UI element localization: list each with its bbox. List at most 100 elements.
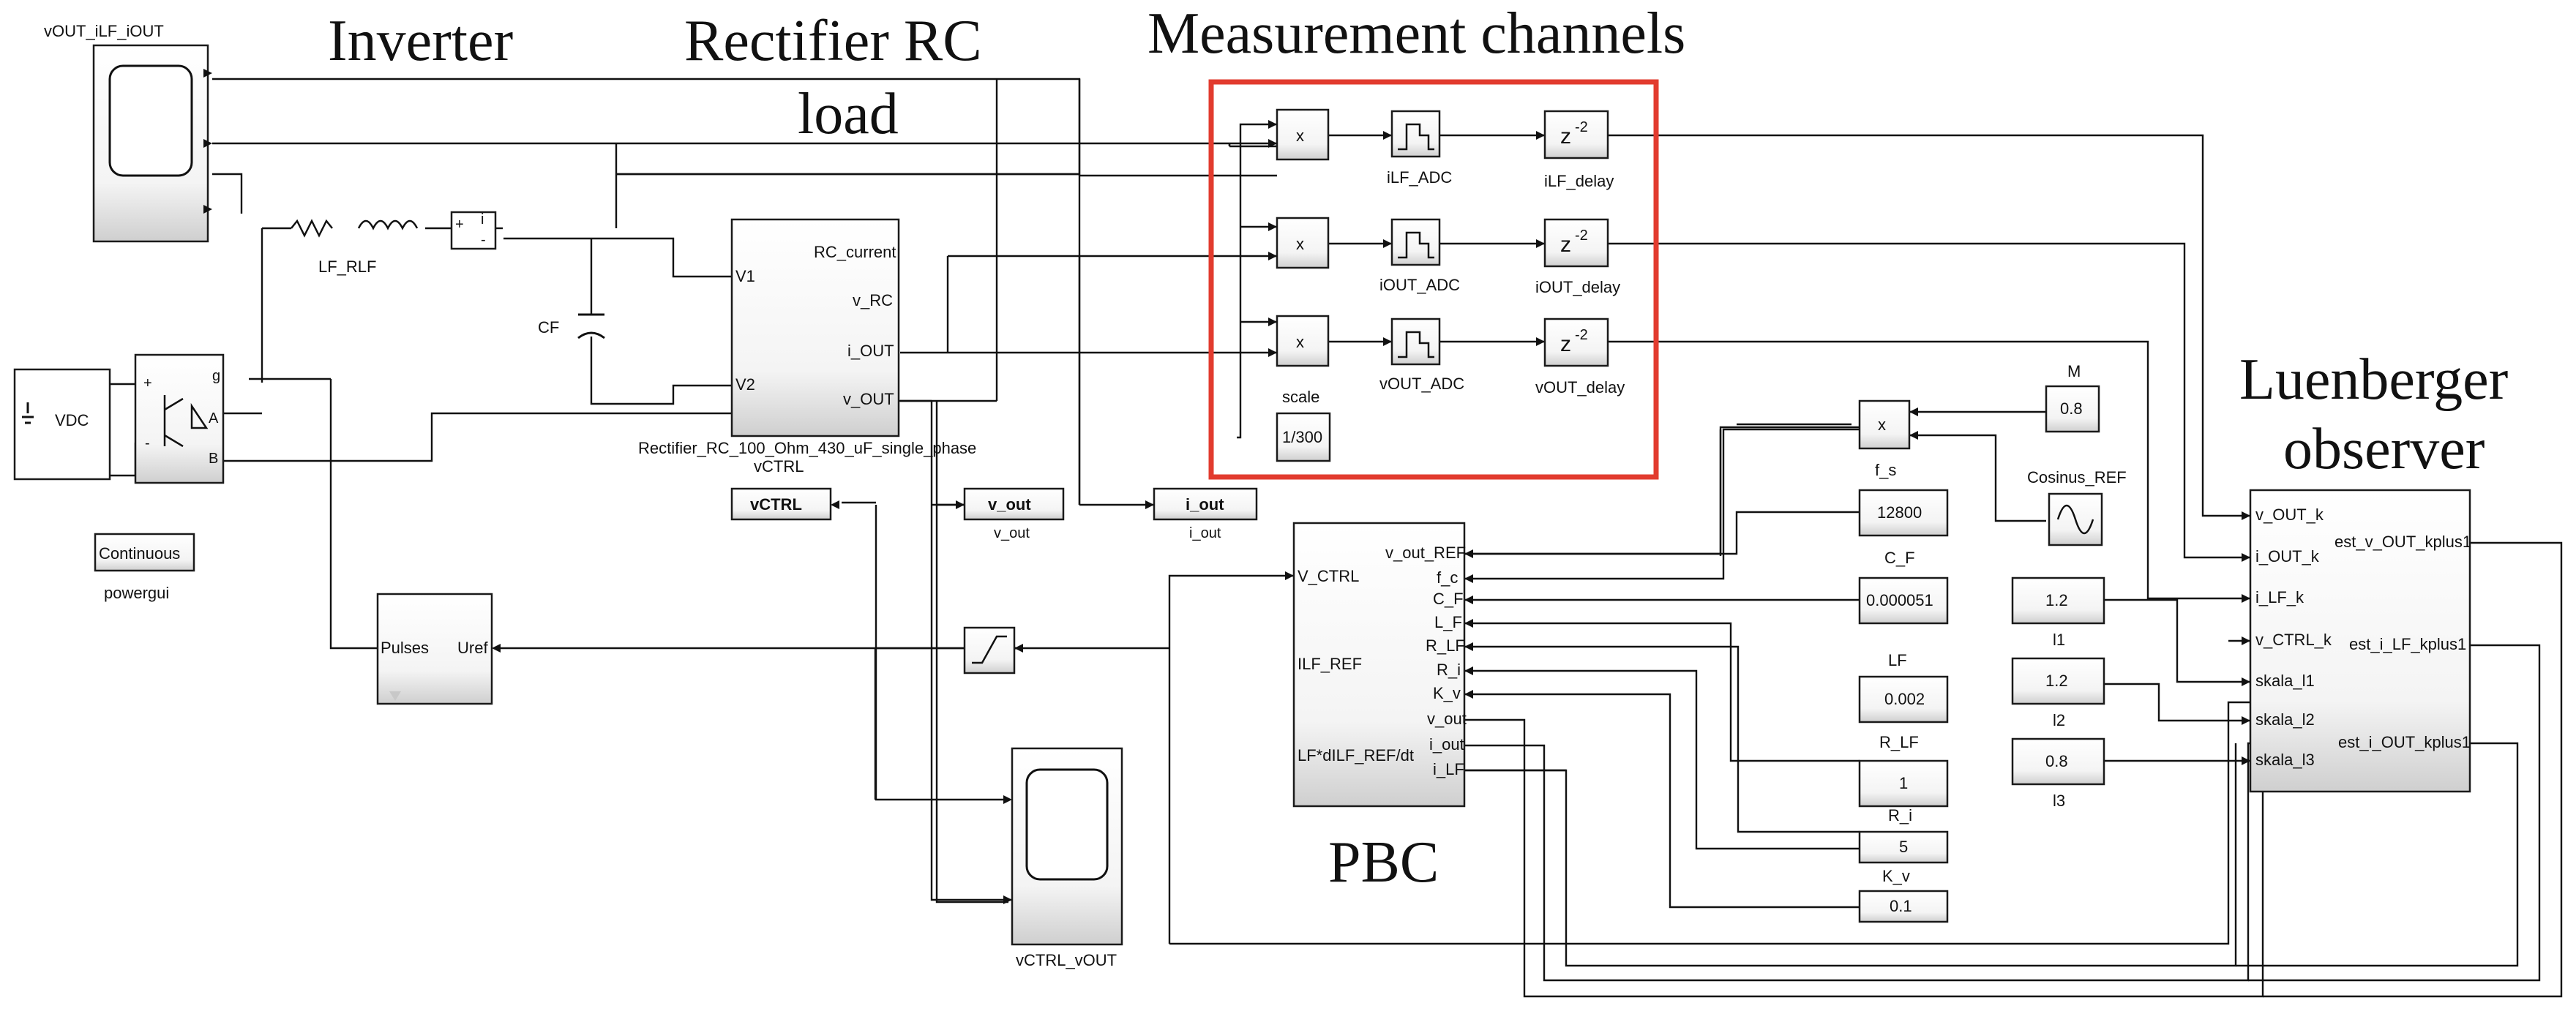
rectifier-subsystem[interactable]: V1 V2 RC_current v_RC i_OUT v_OUT Rectif… (638, 218, 976, 476)
cf-plate-bottom (577, 331, 605, 339)
vdc-source[interactable]: VDC (13, 368, 111, 481)
powergui[interactable]: Continuous powergui (94, 533, 195, 602)
i-out-tag[interactable] (1153, 487, 1258, 521)
current-sensor[interactable]: + i - (450, 211, 497, 250)
pbc-port-iout: i_out (1429, 735, 1464, 754)
gain-l1-block[interactable] (2011, 576, 2105, 625)
goto-vctrl[interactable]: vCTRL (730, 487, 832, 521)
const-fs-value: 12800 (1877, 503, 1922, 522)
const-cf-block[interactable] (1858, 576, 1949, 625)
const-rlf-block[interactable] (1858, 759, 1949, 808)
pwm-block[interactable] (376, 593, 493, 705)
luenberger-observer[interactable]: v_OUT_k i_OUT_k i_LF_k v_CTRL_k skala_l1… (2249, 489, 2471, 793)
delay-block-3[interactable] (1543, 318, 1609, 367)
scope-bottom-screen (1025, 768, 1109, 881)
scope-top-in2-arrow (203, 139, 212, 148)
bridge-g: g (212, 368, 220, 384)
delay-1-z: z (1560, 124, 1571, 149)
mult-block-2[interactable] (1276, 217, 1330, 269)
goto-i-out[interactable]: i_out i_out (1153, 487, 1258, 541)
scale-block[interactable] (1276, 412, 1331, 462)
pbc-subsystem[interactable]: V_CTRL ILF_REF LF*dILF_REF/dt v_out_REF … (1292, 522, 1467, 808)
powergui-label: powergui (104, 584, 169, 602)
delay-3-label: vOUT_delay (1535, 378, 1625, 397)
const-ri-label: R_i (1888, 806, 1912, 824)
scale-label: scale (1282, 388, 1319, 406)
powergui-block[interactable] (94, 533, 195, 572)
rectifier-port-v2: V2 (735, 375, 755, 394)
ref-m-label: M (2067, 362, 2081, 380)
mult-block-1[interactable] (1276, 108, 1330, 161)
const-rlf-label: R_LF (1879, 733, 1919, 751)
rectifier-block[interactable] (730, 218, 900, 437)
delay-3-z: z (1560, 332, 1571, 356)
inverter-bridge[interactable]: + - g A B (134, 353, 225, 484)
resistor-symbol (291, 219, 333, 238)
scope-top-in1-arrow (203, 69, 212, 78)
gain-l2-label: l2 (2053, 711, 2065, 729)
bridge-minus: - (145, 435, 150, 451)
ref-m-block[interactable] (2045, 385, 2100, 433)
const-rlf-value: 1 (1899, 774, 1908, 792)
ref-m-value: 0.8 (2060, 399, 2083, 418)
pwm-generator[interactable]: Pulses Uref (376, 593, 493, 705)
pwm-port-pulses: Pulses (381, 639, 429, 657)
pbc-input-vctrl: V_CTRL (1298, 567, 1359, 585)
pbc-block[interactable] (1292, 522, 1466, 808)
vdc-block[interactable] (13, 368, 111, 481)
observer-block[interactable] (2249, 489, 2471, 793)
pwm-down-icon (389, 691, 401, 701)
title-observer-line2: observer (2283, 417, 2485, 481)
delay-1-exp: -2 (1575, 119, 1588, 135)
adc-2-icon (1398, 231, 1434, 259)
gain-l3-block[interactable] (2011, 737, 2105, 786)
const-kv-block[interactable] (1858, 890, 1949, 923)
i-out-tag-text: i_out (1186, 495, 1224, 514)
sine-wave-icon (2056, 504, 2094, 535)
delay-2-exp: -2 (1575, 228, 1588, 244)
obs-out-ilf: est_i_LF_kplus1 (2349, 635, 2466, 653)
cf-label: CF (538, 318, 559, 337)
capacitor-cf[interactable]: CF (538, 269, 605, 388)
scope-bottom[interactable]: vCTRL_vOUT (1011, 747, 1123, 969)
ref-mult-block[interactable] (1858, 399, 1911, 450)
gain-l3-label: l3 (2053, 792, 2065, 810)
ref-mult-sign: x (1878, 416, 1886, 434)
goto-v-out[interactable]: v_out v_out (963, 487, 1065, 541)
bridge-a: A (209, 410, 219, 427)
v-out-tag[interactable] (963, 487, 1065, 521)
rectifier-vctrl-label: vCTRL (754, 457, 804, 476)
lf-rlf[interactable]: LF_RLF (291, 219, 419, 276)
pbc-port-vout: v_out (1427, 710, 1467, 728)
gain-l2-value: 1.2 (2045, 672, 2068, 690)
pbc-input-ilf-ref: ILF_REF (1298, 655, 1362, 673)
pbc-port-cf: C_F (1433, 590, 1464, 608)
vctrl-tag[interactable] (730, 487, 832, 521)
bridge-plus: + (143, 375, 152, 391)
constants: f_s 12800 C_F 0.000051 LF 0.002 R_LF 1 R… (1858, 461, 1949, 923)
mult-block-3[interactable] (1276, 315, 1330, 367)
title-rectifier-line1: Rectifier RC (684, 9, 982, 73)
mult-1-sign: x (1296, 127, 1304, 145)
scope-top[interactable]: vOUT_iLF_iOUT (44, 22, 212, 243)
observer-gains: 1.2 l1 1.2 l2 0.8 l3 (2011, 576, 2105, 810)
delay-block-1[interactable] (1543, 110, 1609, 159)
const-lf-block[interactable] (1858, 675, 1949, 724)
gain-l2-block[interactable] (2011, 657, 2105, 705)
saturation[interactable] (963, 626, 1016, 675)
const-ri-block[interactable] (1858, 830, 1949, 864)
bridge-block[interactable] (134, 353, 225, 484)
vdc-label: VDC (55, 411, 89, 429)
const-lf-value: 0.002 (1884, 690, 1925, 708)
const-fs-block[interactable] (1858, 489, 1949, 537)
scale-value: 1/300 (1282, 428, 1322, 446)
reference-generator: x M 0.8 Cosinus_REF (1858, 362, 2127, 546)
scope-bottom-label: vCTRL_vOUT (1016, 951, 1117, 969)
rectifier-port-v-rc: v_RC (853, 291, 893, 309)
current-sensor-block[interactable] (450, 211, 497, 250)
title-inverter: Inverter (328, 9, 513, 73)
const-fs-label: f_s (1875, 461, 1896, 479)
powergui-mode: Continuous (99, 544, 180, 563)
delay-block-2[interactable] (1543, 218, 1609, 268)
